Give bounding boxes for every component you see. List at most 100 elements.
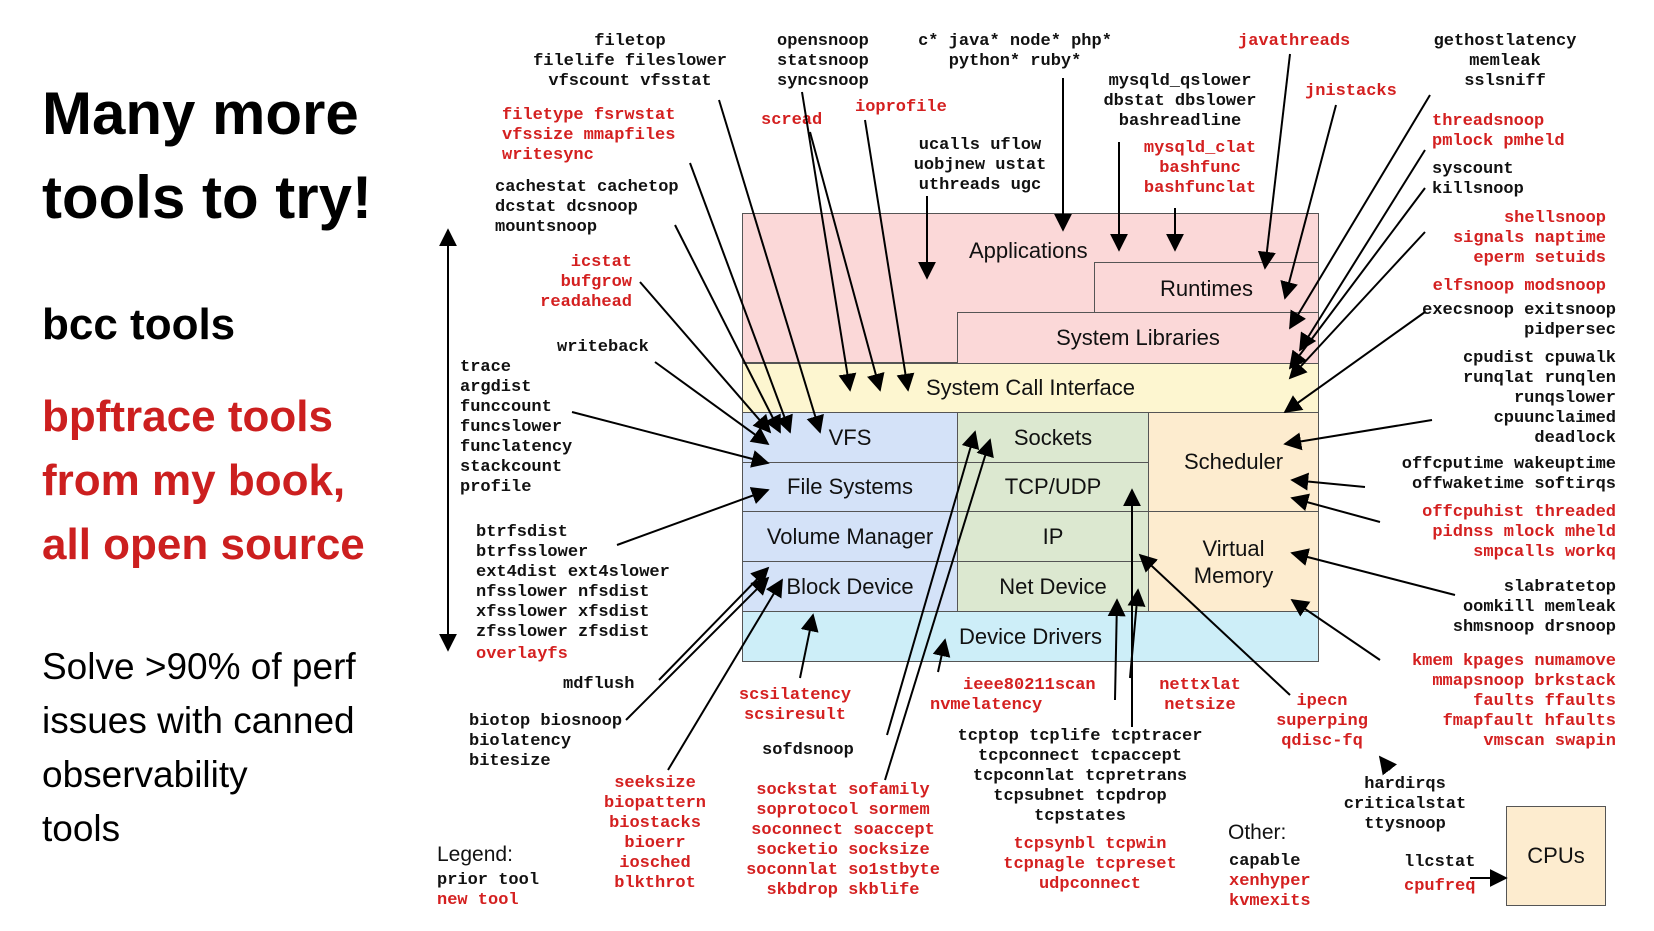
tool-name: argdist [460,378,532,397]
tool-name: elfsnoop modsnoop [1432,277,1606,296]
tool-name: skbdrop skblife [766,881,920,900]
arrow-threadsnoop [1299,149,1426,352]
tool-name: superping [1276,712,1368,731]
tool-name: ipecn [1296,692,1348,711]
summary-line-2: issues with canned [42,700,355,741]
cpus-box: CPUs [1506,806,1606,906]
tool-name: python* ruby* [948,52,1082,71]
layer-file-systems: File Systems [742,462,958,512]
arrow-ieee80211scan [932,638,951,673]
tool-name: xenhyper [1229,872,1311,891]
summary-line-3: observability [42,754,248,795]
tool-name: profile [460,478,532,497]
tool-name: dbstat dbslower [1103,92,1257,111]
tools-overlayfs: overlayfs [476,645,568,665]
tool-name: filetop [594,32,666,51]
tool-name: fmapfault hfaults [1442,712,1616,731]
tool-name: syscount [1432,160,1514,179]
tools-sofdsnoop: sofdsnoop [762,741,854,761]
arrow-filetype [689,162,793,434]
arrow-seeksize [667,578,783,771]
tool-name: vmscan swapin [1483,732,1616,751]
arrow-offcpuhist [1290,493,1381,523]
arrow-ipecn [1138,553,1291,696]
legend-new-tool: new tool [437,891,519,910]
tools-jnistacks: jnistacks [1305,82,1397,102]
tool-name: zfsslower zfsdist [476,623,650,642]
arrow-trace [571,411,770,468]
tool-name: seeksize [614,774,696,793]
tool-name: bashfunc [1159,159,1241,178]
tool-name: sockstat sofamily [756,781,930,800]
tool-name: funccount [460,398,552,417]
tool-name: slabratetop [1503,578,1616,597]
arrow-cachestat [674,224,781,434]
virtual-memory-line-2: Memory [1193,562,1274,588]
layer-device-drivers: Device Drivers [742,611,1319,662]
tools-elfsnoop: elfsnoop modsnoop [1380,277,1606,297]
tool-name: faults ffaults [1473,692,1616,711]
tool-name: bashreadline [1118,112,1242,131]
tool-name: tcptop tcplife tcptracer [957,727,1203,746]
tool-name: soconnect soaccept [751,821,935,840]
arrow-slabratetop [1290,548,1456,596]
tool-name: eperm setuids [1473,249,1606,268]
tool-name: cpudist cpuwalk [1462,349,1616,368]
arrow-jnistacks [1280,104,1337,300]
tool-name: iosched [619,854,691,873]
layer-volume-manager: Volume Manager [742,511,958,562]
tools-mdflush: mdflush [563,675,634,695]
tool-name: llcstat [1404,853,1476,872]
tool-name: oomkill memleak [1462,598,1616,617]
tool-name: btrfsdist [476,523,568,542]
arrow-opensnoop [801,91,857,392]
tool-name: shellsnoop [1503,209,1606,228]
tool-name: stackcount [460,458,563,477]
arrow-offcputime [1290,472,1366,491]
arrow-cpudist [1283,419,1433,451]
tool-name: sofdsnoop [762,741,854,760]
tool-name: kmem kpages numamove [1411,652,1616,671]
layer-system-libraries: System Libraries [957,312,1319,364]
bpftrace-line-2: from my book, [42,456,346,505]
tool-name: biolatency [469,732,572,751]
tool-name: readahead [540,293,632,312]
tool-name: nfsslower nfsdist [476,583,650,602]
tool-name: runqlat runqlen [1462,369,1616,388]
summary-line-4: tools [42,808,121,849]
tool-name: memleak [1469,52,1541,71]
tool-name: bioerr [624,834,686,853]
arrow-writeback [654,361,770,446]
arrow-net-device [1107,598,1126,701]
tool-name: filetype fsrwstat [502,106,676,125]
tool-name: funcslower [460,418,563,437]
tool-name: udpconnect [1038,875,1142,894]
tool-name: qdisc-fq [1281,732,1363,751]
bpftrace-tools-label: bpftrace tools from my book, all open so… [42,385,442,577]
tools-lang: c* java* node* php*python* ruby* [895,32,1135,72]
tool-name: offwaketime softirqs [1411,475,1616,494]
tool-name: bufgrow [560,273,632,292]
tools-ioprofile: ioprofile [855,98,947,118]
arrow-hardirqs [1378,755,1398,776]
arrow-execsnoop [1283,311,1426,414]
tool-name: ext4dist ext4slower [476,563,670,582]
tool-name: smpcalls workq [1473,543,1616,562]
tool-name: tcpnagle tcpreset [1003,855,1177,874]
tool-name: trace [460,358,512,377]
arrow-gethostlatency [1289,94,1431,330]
arrow-scsilatency [799,613,819,679]
